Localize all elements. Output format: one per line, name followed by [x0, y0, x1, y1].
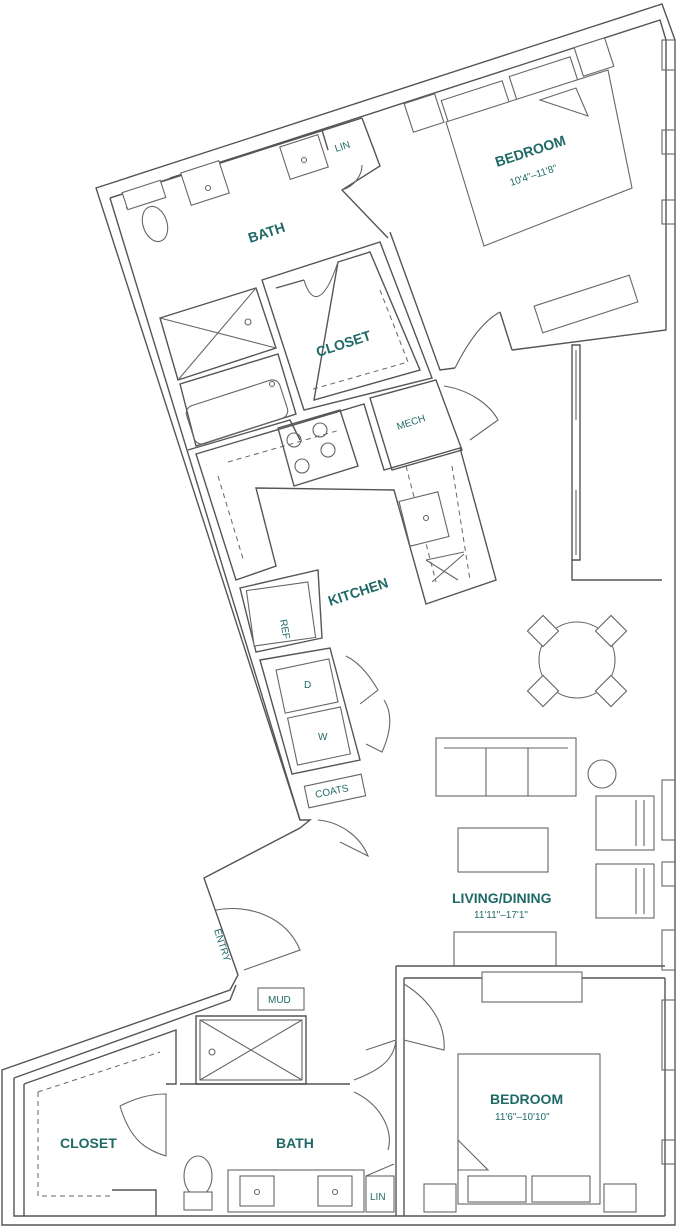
mech-label: MECH: [396, 413, 427, 433]
bedroom-bottom-dims: 11'6"–10'10": [495, 1112, 550, 1123]
bath-top-label: BATH: [246, 219, 287, 246]
bedroom-top: BEDROOM 10'4"–11'8": [340, 37, 639, 371]
bath-bottom: MUD LIN BATH: [119, 987, 397, 1213]
mud-label: MUD: [268, 995, 291, 1006]
laundry: D W COATS: [259, 647, 391, 858]
lin-bottom-label: LIN: [370, 1192, 386, 1203]
lin-top-label: LIN: [334, 140, 352, 155]
mech-room: MECH: [369, 379, 499, 471]
kitchen: REF KITCHEN: [195, 403, 497, 653]
washer-label: W: [318, 732, 328, 743]
bath-bottom-label: BATH: [276, 1135, 314, 1151]
exterior-walls: [1, 3, 676, 1226]
ref-label: REF: [277, 619, 291, 641]
closet-top-label: CLOSET: [314, 327, 373, 360]
bath-top: BATH LIN: [109, 117, 363, 451]
entry-label: ENTRY: [211, 928, 232, 964]
dryer-label: D: [304, 680, 311, 691]
bedroom-bottom-label: BEDROOM: [490, 1091, 563, 1107]
kitchen-label: KITCHEN: [326, 574, 390, 608]
entry: ENTRY: [211, 907, 301, 971]
living-dining: LIVING/DINING 11'11"–17'1": [435, 614, 655, 967]
closet-bottom: CLOSET: [23, 1029, 177, 1216]
living-label: LIVING/DINING: [452, 890, 552, 906]
bedroom-bottom: BEDROOM 11'6"–10'10": [395, 965, 665, 1216]
living-dims: 11'11"–17'1": [474, 910, 528, 921]
closet-bottom-label: CLOSET: [60, 1135, 117, 1151]
